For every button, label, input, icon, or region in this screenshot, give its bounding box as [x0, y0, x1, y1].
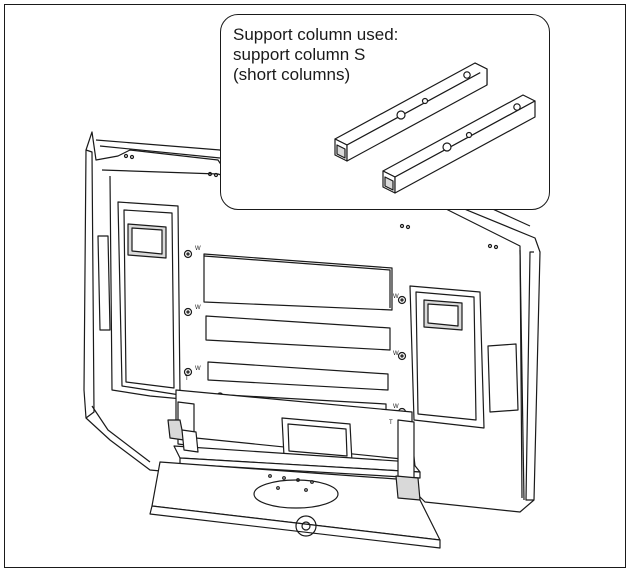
callout-line-2: support column S: [233, 45, 366, 64]
marking-w: W: [393, 404, 399, 410]
marking-w: W: [393, 294, 399, 300]
marking-t: T: [389, 420, 393, 426]
support-column-left: [334, 62, 488, 162]
stand: [149, 389, 441, 549]
support-columns-illustration: [334, 62, 536, 194]
left-speaker: [97, 201, 181, 396]
marking-w: W: [195, 366, 201, 372]
support-column-right: [382, 94, 536, 194]
callout-text: Support column used: support column S (s…: [233, 25, 398, 85]
right-speaker: [409, 285, 519, 429]
marking-w: W: [195, 246, 201, 252]
marking-t: T: [185, 376, 189, 382]
support-column-callout: Support column used: support column S (s…: [220, 14, 550, 210]
hole-markings: W W W T W W W T: [185, 246, 399, 426]
marking-w: W: [393, 351, 399, 357]
callout-line-1: Support column used:: [233, 25, 399, 44]
marking-w: W: [195, 305, 201, 311]
callout-line-3: (short columns): [233, 65, 351, 84]
